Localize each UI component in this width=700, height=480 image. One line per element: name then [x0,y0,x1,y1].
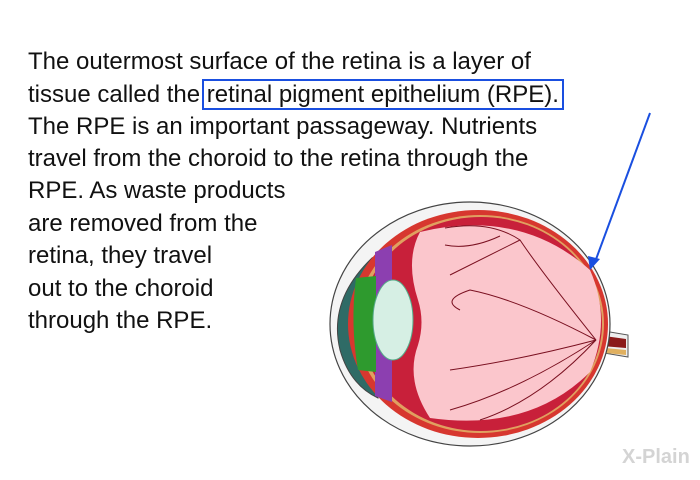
text-line: RPE. As waste products [28,177,286,204]
arrowhead-icon [588,256,600,270]
text-line: The outermost surface of the retina is a… [28,48,531,75]
text-line: tissue called the retinal pigment epithe… [28,79,564,110]
pointer-arrow [594,112,651,263]
text-line: retina, they travel [28,242,213,269]
vitreous [411,225,601,421]
rpe-highlight: retinal pigment epithelium (RPE). [201,79,564,110]
text-line: The RPE is an important passageway. Nutr… [28,113,538,140]
blood-vessels [444,225,597,421]
text-line: travel from the choroid to the retina th… [28,145,529,172]
text-line: through the RPE. [28,307,213,334]
iris [353,276,376,372]
x-plain-logo: X-Plain [622,446,690,468]
lens [372,279,414,361]
text-fragment: tissue called the [28,81,207,108]
text-line: are removed from the [28,210,258,237]
text-line: out to the choroid [28,275,214,302]
